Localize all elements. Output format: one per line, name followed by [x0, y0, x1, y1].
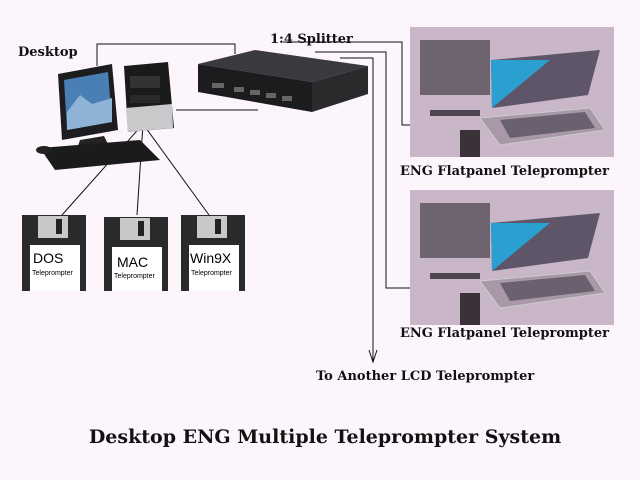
keyboard-icon: [40, 140, 160, 170]
teleprompter-2-label: ENG Flatpanel Teleprompter: [400, 326, 609, 341]
splitter-to-another-line: [340, 57, 374, 362]
teleprompter-photo-2: [410, 190, 614, 325]
diagram-title: Desktop ENG Multiple Teleprompter System: [88, 426, 562, 448]
teleprompter-1-label: ENG Flatpanel Teleprompter: [400, 164, 609, 179]
desktop-label: Desktop: [18, 45, 78, 60]
arrow-head-icon: [368, 349, 378, 364]
tower-icon: [124, 62, 174, 132]
splitter-label: 1:4 Splitter: [270, 32, 353, 47]
monitor-icon: [58, 64, 118, 152]
splitter-device-icon: [198, 50, 368, 112]
teleprompter-photo-1: [410, 27, 614, 157]
another-teleprompter-label: To Another LCD Teleprompter: [316, 369, 535, 384]
mouse-icon: [36, 146, 52, 154]
monitor-to-splitter-line: [96, 43, 236, 66]
